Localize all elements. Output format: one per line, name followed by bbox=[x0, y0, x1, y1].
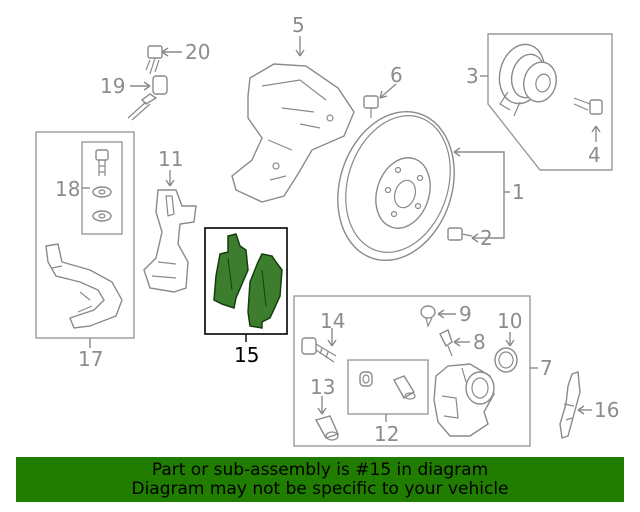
part-15-brake-pads[interactable] bbox=[213, 233, 283, 329]
part-16-retaining-clip[interactable] bbox=[559, 371, 581, 439]
group-box-3 bbox=[487, 33, 613, 171]
callout-4: 4 bbox=[588, 143, 601, 167]
callout-11: 11 bbox=[158, 147, 183, 171]
callout-8: 8 bbox=[473, 330, 486, 354]
part-6-bolt[interactable] bbox=[363, 95, 379, 118]
group-box-12 bbox=[347, 359, 429, 415]
callout-19: 19 bbox=[100, 74, 125, 98]
part-19-wear-sensor[interactable] bbox=[127, 75, 168, 121]
parts-diagram: 20 19 18 17 11 15 bbox=[35, 13, 619, 447]
part-1-brake-rotor[interactable] bbox=[319, 96, 472, 275]
callout-6: 6 bbox=[390, 63, 403, 87]
part-2-screw[interactable] bbox=[447, 227, 473, 241]
callout-16: 16 bbox=[594, 398, 619, 422]
callout-3: 3 bbox=[466, 64, 479, 88]
part-9-bleeder-cap[interactable] bbox=[420, 305, 436, 328]
part-3-wheel-hub[interactable] bbox=[493, 40, 560, 117]
part-13-guide-pin[interactable] bbox=[314, 415, 339, 441]
part-14-bleeder-bolt[interactable] bbox=[301, 337, 337, 363]
caliper-housing[interactable] bbox=[433, 363, 495, 437]
banner-line-1: Part or sub-assembly is #15 in diagram bbox=[151, 460, 489, 480]
part-4-hub-bolt[interactable] bbox=[573, 97, 603, 115]
banner-line-2: Diagram may not be specific to your vehi… bbox=[131, 479, 509, 499]
callout-9: 9 bbox=[459, 302, 472, 326]
part-8-bleeder-screw[interactable] bbox=[439, 329, 453, 357]
part-5-splash-shield[interactable] bbox=[231, 63, 355, 203]
part-10-piston-seal[interactable] bbox=[494, 347, 518, 373]
part-17-caliper-spring[interactable] bbox=[45, 243, 123, 329]
part-18-guide-pin-kit[interactable] bbox=[82, 149, 112, 222]
callout-15: 15 bbox=[234, 343, 259, 367]
info-banner: Part or sub-assembly is #15 in diagram D… bbox=[16, 457, 624, 502]
part-20-bolt[interactable] bbox=[145, 45, 182, 75]
callout-7: 7 bbox=[540, 356, 553, 380]
group-box-17 bbox=[35, 131, 135, 339]
callout-2: 2 bbox=[480, 226, 493, 250]
callout-12: 12 bbox=[374, 422, 399, 446]
callout-18: 18 bbox=[55, 177, 80, 201]
part-12-pin-boot-kit[interactable] bbox=[359, 371, 416, 400]
part-11-caliper-bracket[interactable] bbox=[143, 189, 197, 293]
callout-1: 1 bbox=[512, 180, 525, 204]
callout-13: 13 bbox=[310, 375, 335, 399]
callout-10: 10 bbox=[497, 309, 522, 333]
callout-14: 14 bbox=[320, 309, 345, 333]
callout-17: 17 bbox=[78, 347, 103, 371]
group-box-7 bbox=[293, 295, 531, 447]
callout-5: 5 bbox=[292, 13, 305, 37]
callout-20: 20 bbox=[185, 40, 210, 64]
